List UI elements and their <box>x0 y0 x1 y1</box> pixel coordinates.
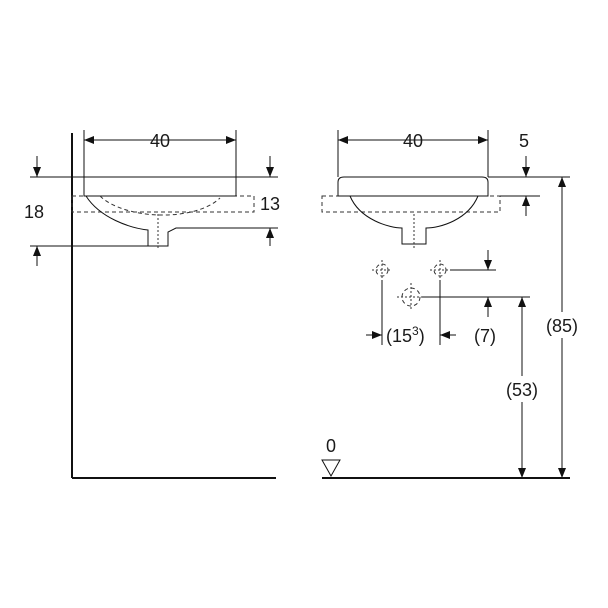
arrowhead <box>518 297 526 307</box>
floor-marker-icon <box>321 459 341 478</box>
arrowhead <box>440 331 450 339</box>
arrowhead <box>84 136 94 144</box>
front-hole-spacing-label: (153) <box>386 324 425 346</box>
front-outlet-height-label: (53) <box>506 380 538 400</box>
arrowhead <box>226 136 236 144</box>
countertop-side <box>71 195 255 213</box>
arrowhead <box>518 468 526 478</box>
basin-rim-side <box>83 176 237 197</box>
arrowhead <box>338 136 348 144</box>
front-offset-label: (7) <box>474 326 496 346</box>
side-view: 40 18 13 <box>24 130 280 479</box>
label-backdrop <box>498 376 546 402</box>
drain-hole <box>397 283 425 311</box>
arrowhead <box>558 468 566 478</box>
arrowhead <box>522 167 530 177</box>
front-view: 0 40 5 (85) <box>321 130 586 479</box>
arrowhead <box>33 246 41 256</box>
front-total-height-label: (85) <box>546 316 578 336</box>
side-width-label: 40 <box>150 131 170 151</box>
arrowhead <box>558 177 566 187</box>
arrowhead <box>522 196 530 206</box>
front-width-label: 40 <box>403 131 423 151</box>
arrowhead <box>484 297 492 307</box>
arrowhead <box>33 167 41 177</box>
side-depth-label: 13 <box>260 194 280 214</box>
front-rim-label: 5 <box>519 131 529 151</box>
side-height-label: 18 <box>24 202 44 222</box>
countertop-front <box>321 195 501 213</box>
label-backdrop <box>538 312 586 338</box>
arrowhead <box>372 331 382 339</box>
arrowhead <box>266 167 274 177</box>
basin-bowl-side <box>85 195 236 247</box>
arrowhead <box>266 228 274 238</box>
tap-hole-right <box>430 260 450 280</box>
basin-rim-front <box>337 176 489 197</box>
floor-label: 0 <box>326 436 336 456</box>
arrowhead <box>478 136 488 144</box>
basin-inner-side <box>99 195 221 216</box>
arrowhead <box>484 260 492 270</box>
tap-hole-left <box>372 260 392 280</box>
